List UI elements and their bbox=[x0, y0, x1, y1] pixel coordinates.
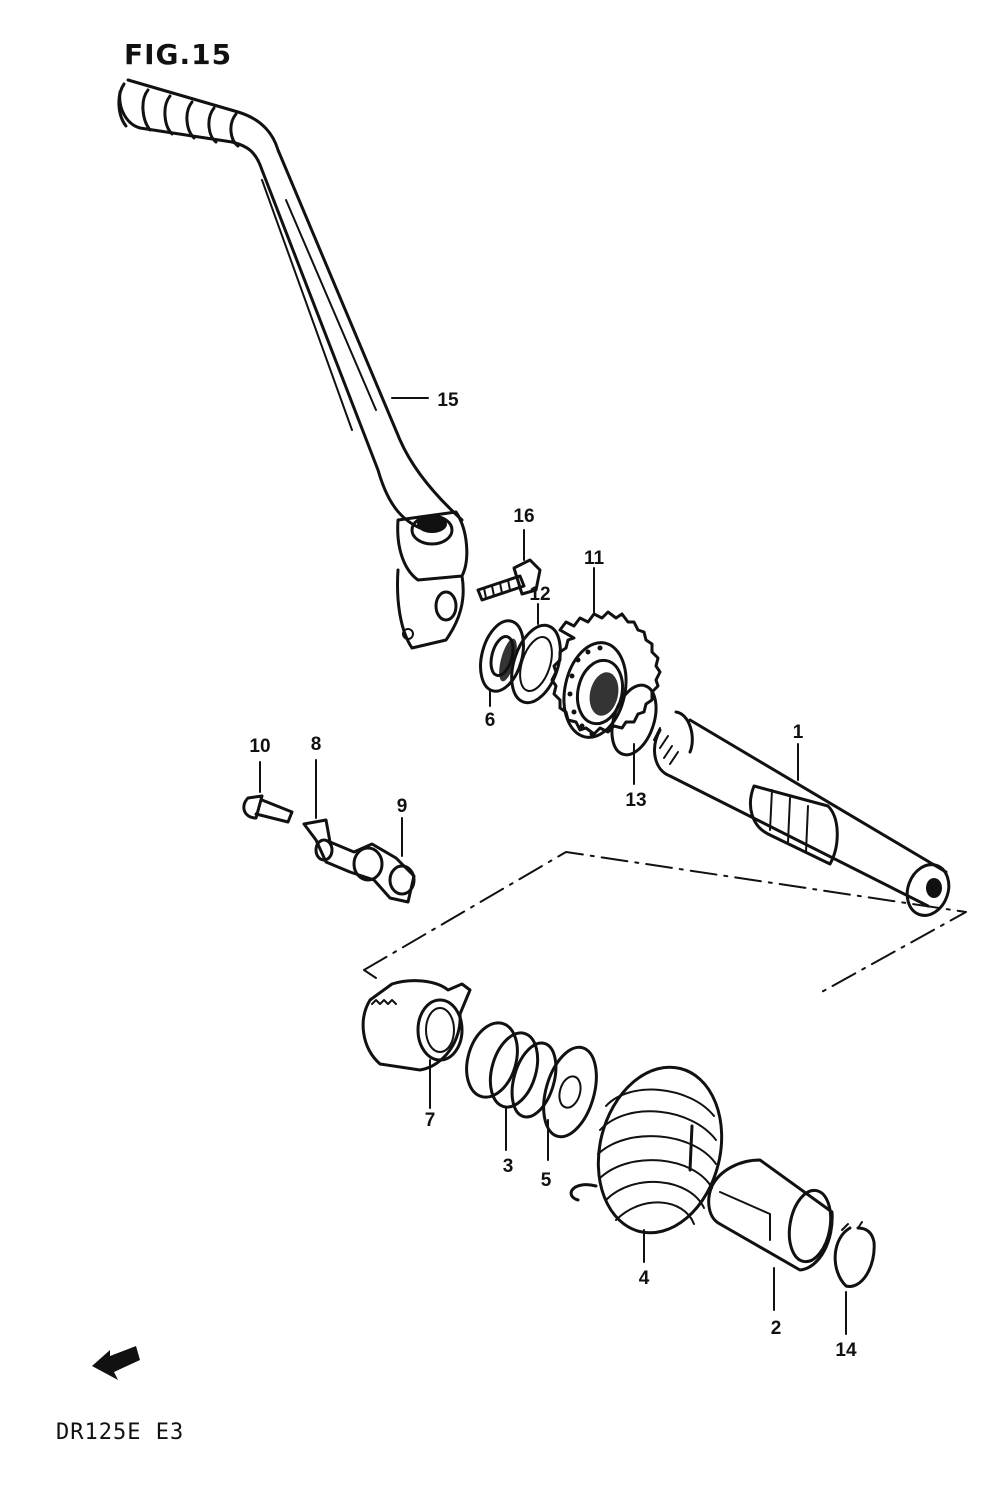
part-9-pin bbox=[352, 817, 416, 896]
part-6-oil-seal bbox=[479, 619, 525, 707]
callout-8: 8 bbox=[311, 734, 322, 755]
callout-11: 11 bbox=[584, 548, 605, 569]
callout-3: 3 bbox=[503, 1156, 514, 1177]
part-13-circlip bbox=[610, 683, 658, 785]
callout-10: 10 bbox=[249, 736, 270, 757]
part-16-bolt bbox=[476, 529, 542, 602]
callout-9: 9 bbox=[397, 796, 408, 817]
part-8-guide bbox=[302, 759, 416, 904]
callout-1: 1 bbox=[793, 722, 804, 743]
part-11-drive-gear bbox=[550, 567, 662, 739]
callout-7: 7 bbox=[425, 1110, 436, 1131]
callout-6: 6 bbox=[485, 710, 496, 731]
figure-title: FIG.15 bbox=[124, 38, 233, 71]
callout-2: 2 bbox=[771, 1318, 782, 1339]
part-5-washer bbox=[542, 1045, 598, 1161]
part-14-circlip bbox=[833, 1221, 876, 1335]
callout-4: 4 bbox=[639, 1268, 650, 1289]
part-4-return-spring bbox=[569, 1065, 724, 1263]
part-10-bolt bbox=[242, 761, 294, 824]
fwd-arrow-icon bbox=[92, 1346, 140, 1380]
callout-13: 13 bbox=[625, 790, 646, 811]
callout-labels: 1 2 3 4 5 6 7 8 9 10 11 12 13 14 15 16 bbox=[249, 390, 857, 1361]
part-2-spring-guide bbox=[707, 1158, 834, 1311]
callout-5: 5 bbox=[541, 1170, 552, 1191]
part-3-spring bbox=[465, 1021, 558, 1151]
callout-15: 15 bbox=[437, 390, 459, 411]
part-15-kick-lever bbox=[117, 78, 469, 650]
model-code: DR125E E3 bbox=[56, 1420, 185, 1445]
part-7-ratchet bbox=[361, 979, 472, 1109]
callout-16: 16 bbox=[513, 506, 534, 527]
callout-14: 14 bbox=[835, 1340, 857, 1361]
part-1-kick-shaft bbox=[653, 710, 951, 917]
callout-12: 12 bbox=[529, 584, 550, 605]
assembly-frame bbox=[363, 851, 967, 995]
